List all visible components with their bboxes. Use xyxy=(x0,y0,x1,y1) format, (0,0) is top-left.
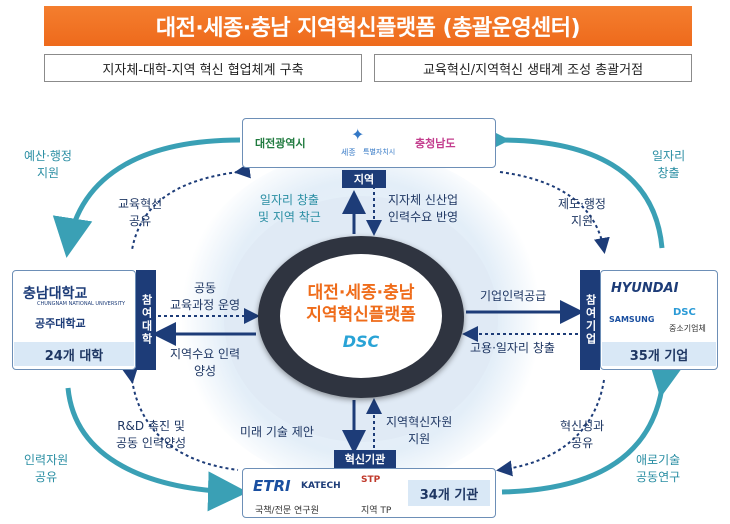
research-label: 국책/전문 연구원 xyxy=(255,506,319,516)
dashed-inner-tr xyxy=(499,171,610,254)
tp-label: 지역 TP xyxy=(361,506,392,516)
university-count: 24개 대학 xyxy=(14,342,134,366)
chungnam-logo: 충청남도 xyxy=(415,137,456,150)
samsung-logo: SAMSUNG xyxy=(609,315,655,324)
flow-inner-tl-label: 교육혁신 공유 xyxy=(118,197,163,228)
sme-logo: 중소기업체 xyxy=(669,324,706,333)
chungnam-univ-logo: 충남대학교 xyxy=(23,286,88,302)
flow-inner-tr-label: 제도·행정 지원 xyxy=(558,197,606,228)
daejeon-logo: 대전광역시 xyxy=(255,137,306,150)
kongju-univ-logo: 공주대학교 xyxy=(35,317,86,330)
flow-to-right-label: 기업인력공급 xyxy=(480,289,547,303)
region-tag: 지역 xyxy=(342,170,386,188)
stp-logo: STP xyxy=(361,475,381,485)
chungnam-univ-sub: CHUNGNAM NATIONAL UNIVERSITY xyxy=(37,301,126,307)
center-title-1: 대전·세종·충남 xyxy=(307,283,415,303)
flow-up-center-label: 일자리 창출 및 지역 착근 xyxy=(258,193,321,224)
wheel-inner xyxy=(280,254,442,378)
flow-from-right-label: 고용·일자리 창출 xyxy=(470,341,555,355)
institution-count: 34개 기관 xyxy=(408,480,490,506)
dashed-inner-tl xyxy=(131,162,251,251)
flow-inner-bl-label: R&D 촉진 및 공동 인력양성 xyxy=(116,419,187,450)
flow-inner-br-label: 혁신성과 공유 xyxy=(560,419,605,450)
university-tag: 참여대학 xyxy=(136,270,156,370)
etri-logo: ETRI xyxy=(253,477,291,495)
page-title: 대전·세종·충남 지역혁신플랫폼 (총괄운영센터) xyxy=(44,6,692,46)
flow-bottom-down-label: 지역혁신자원 지원 xyxy=(386,415,453,446)
company-tag: 참여기업 xyxy=(580,270,600,370)
flow-left-right-label: 공동 교육과정 운영 xyxy=(170,281,241,312)
flow-bottom-right-label: 애로기술 공동연구 xyxy=(636,453,681,484)
subtitle-collaboration: 지자체-대학-지역 혁신 협업체계 구축 xyxy=(44,54,362,82)
flow-bottom-up-label: 미래 기술 제안 xyxy=(240,425,314,439)
institution-tag: 혁신기관 xyxy=(334,450,396,468)
arrow-top-right xyxy=(469,119,665,249)
flow-top-left-label: 예산·행정 지원 xyxy=(24,149,72,180)
arrow-top-left xyxy=(52,137,241,258)
sejong-icon: ✦ xyxy=(351,125,365,144)
katech-logo: KATECH xyxy=(301,481,341,491)
dashed-inner-br xyxy=(496,379,605,477)
flow-top-right-label: 일자리 창출 xyxy=(652,149,686,180)
hyundai-logo: HYUNDAI xyxy=(611,281,679,296)
dsc-small-logo: DSC xyxy=(673,307,696,318)
sejong-logo-sub: 특별자치시 xyxy=(363,148,396,156)
flow-bottom-left-label: 인력자원 공유 xyxy=(24,453,69,484)
arrow-bottom-right xyxy=(501,355,687,495)
flow-down-center-label: 지자체 신산업 인력수요 반영 xyxy=(388,193,459,224)
platform-wheel xyxy=(258,236,464,398)
dsc-center-logo: DSC xyxy=(342,332,380,351)
region-card: 대전광역시 ✦ 세종 특별자치시 충청남도 xyxy=(242,118,496,168)
company-count: 35개 기업 xyxy=(602,342,716,366)
center-title-2: 지역혁신플랫폼 xyxy=(306,305,416,325)
flow-right-left-label: 지역수요 인력 양성 xyxy=(170,347,241,378)
arrow-bottom-left xyxy=(65,387,248,512)
sejong-logo: 세종 xyxy=(341,148,356,157)
subtitle-hub: 교육혁신/지역혁신 생태계 조성 총괄거점 xyxy=(374,54,692,82)
